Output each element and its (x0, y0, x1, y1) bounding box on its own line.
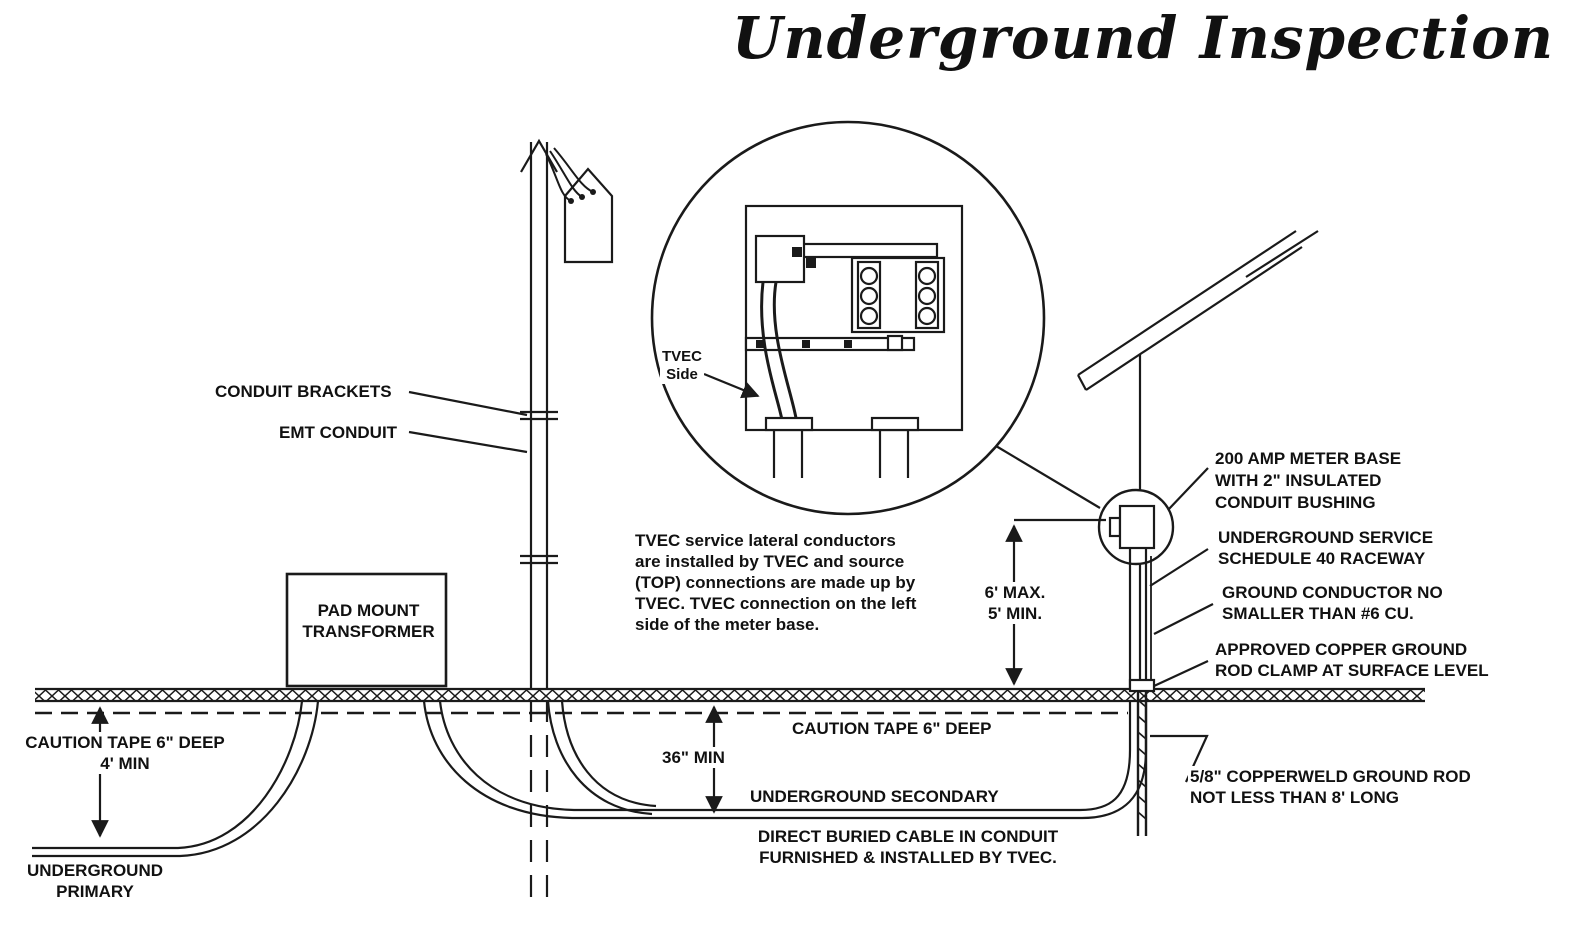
underground-primary-conduit (32, 700, 320, 858)
service-head-box (545, 147, 614, 264)
drip-loop-wires (545, 147, 594, 202)
label-underground-service: UNDERGROUND SERVICE SCHEDULE 40 RACEWAY (1216, 527, 1436, 569)
label-ground-rod: 5/8" COPPERWELD GROUND ROD NOT LESS THAN… (1188, 766, 1473, 808)
conduit-brackets-leader (408, 390, 528, 417)
house-roof (1085, 246, 1303, 391)
inset-to-meter-leader (995, 445, 1101, 509)
label-pad-mount-transformer: PAD MOUNT TRANSFORMER (302, 601, 435, 641)
emt-conduit-leader (408, 430, 528, 454)
meter-base (1097, 488, 1175, 566)
meter-cabinet (744, 204, 964, 432)
label-meter-base: 200 AMP METER BASE WITH 2" INSULATED CON… (1213, 448, 1404, 514)
weatherhead (520, 138, 558, 173)
diagram-title: Underground Inspection (731, 4, 1554, 72)
bus-bar-mid (744, 336, 916, 352)
label-tvec-note: TVEC service lateral conductors are inst… (633, 530, 919, 635)
service-lateral-wires (760, 281, 798, 421)
label-tvec-side: TVEC Side (660, 348, 705, 384)
conduit-bracket-marks (520, 410, 558, 565)
label-depth-36: 36" MIN (660, 747, 727, 768)
ground-rod (1128, 678, 1156, 836)
label-ground-rod-clamp: APPROVED COPPER GROUND ROD CLAMP AT SURF… (1213, 639, 1491, 681)
underground-secondary-conduit (422, 700, 1148, 820)
ground-surface (35, 687, 1425, 703)
label-caution-tape-center: CAUTION TAPE 6" DEEP (790, 718, 994, 739)
tvec-side-arrow (703, 372, 760, 399)
label-height-dimension: 6' MAX. 5' MIN. (975, 582, 1055, 624)
inset-detail-circle (650, 120, 1046, 516)
label-underground-secondary: UNDERGROUND SECONDARY (748, 786, 1001, 807)
label-ground-conductor: GROUND CONDUCTOR NO SMALLER THAN #6 CU. (1220, 582, 1445, 624)
line-side-lug-block (754, 234, 806, 284)
label-underground-primary: UNDERGROUND PRIMARY (18, 860, 172, 902)
conduit-bushing-left (764, 416, 814, 432)
label-emt-conduit: EMT CONDUIT (277, 422, 400, 443)
service-raceway (1128, 548, 1152, 688)
label-direct-buried: DIRECT BURIED CABLE IN CONDUIT FURNISHED… (738, 826, 1078, 868)
pad-mount-transformer-box (285, 572, 448, 688)
conduit-bushing-right (870, 416, 920, 432)
label-caution-tape-left: CAUTION TAPE 6" DEEP 4' MIN (12, 732, 238, 774)
utility-pole (520, 138, 558, 906)
label-conduit-brackets: CONDUIT BRACKETS (213, 381, 394, 402)
ground-rod-clamp-mark (1128, 678, 1156, 693)
